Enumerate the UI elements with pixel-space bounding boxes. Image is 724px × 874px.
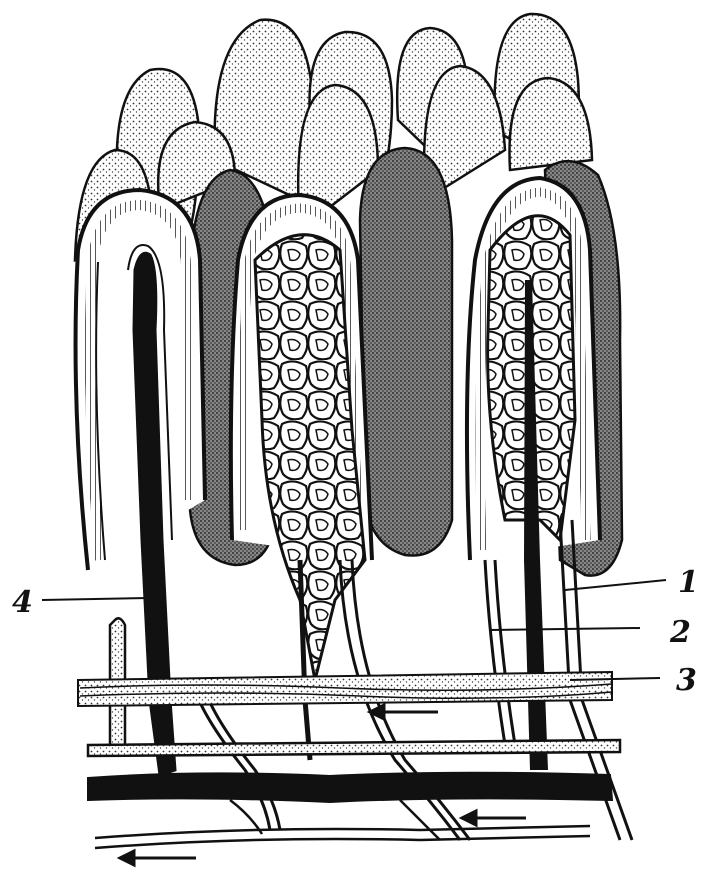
deep-vessels xyxy=(95,800,590,848)
collecting-vessel xyxy=(88,773,612,802)
callout-4: 4 xyxy=(12,585,33,620)
callout-3: 3 xyxy=(676,663,697,698)
callout-1: 1 xyxy=(678,565,699,600)
callout-2: 2 xyxy=(669,615,691,650)
